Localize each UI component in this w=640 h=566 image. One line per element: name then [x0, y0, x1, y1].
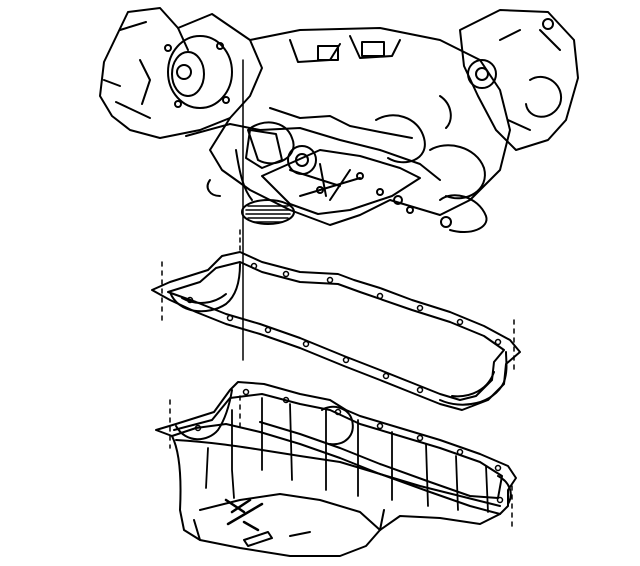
bearing-cap-2: [375, 114, 426, 164]
gasket-inner-edge: [167, 261, 505, 401]
engine-block: [99, 7, 579, 234]
right-bank-port: [467, 59, 497, 89]
oil-pan-ribs: [205, 397, 489, 513]
gasket-outer-edge: [151, 251, 521, 411]
gasket-rear-seal: [439, 351, 508, 406]
oil-pan-front-wall: [171, 435, 501, 557]
oil-pan-front-seal: [175, 389, 233, 441]
oil-pan-sump: [199, 493, 381, 531]
oil-pump-body: [245, 129, 283, 169]
oil-pan-gasket: [151, 251, 521, 411]
front-cover-hub: [171, 51, 205, 97]
engine-right-bank: [459, 9, 579, 151]
oil-pan-side-rail: [175, 439, 501, 507]
gasket-bolt-holes: [186, 262, 502, 394]
gasket-front-seal: [169, 263, 241, 313]
engine-left-bank: [99, 7, 263, 139]
engine-left-bank-detail: [103, 21, 189, 119]
bearing-cap-1: [247, 121, 295, 165]
alignment-lines: [161, 59, 515, 531]
oil-pan-flange: [155, 381, 517, 515]
block-lower-rail: [185, 123, 441, 181]
bearing-cap-3: [429, 144, 486, 200]
oil-pan-drain-slot: [243, 531, 273, 547]
oil-pan-bolt-holes: [194, 388, 504, 504]
oil-pickup-screen: [241, 199, 295, 225]
windage-tray: [261, 149, 421, 215]
oil-pickup-tube: [235, 149, 253, 201]
front-cover-ring: [167, 35, 233, 109]
oil-pan-sump-marking: [224, 498, 264, 532]
oil-pan: [155, 381, 517, 557]
front-cover-hole: [176, 64, 192, 80]
oil-pan-rear-bracket: [497, 475, 512, 505]
oil-pan-baffle: [321, 405, 354, 446]
